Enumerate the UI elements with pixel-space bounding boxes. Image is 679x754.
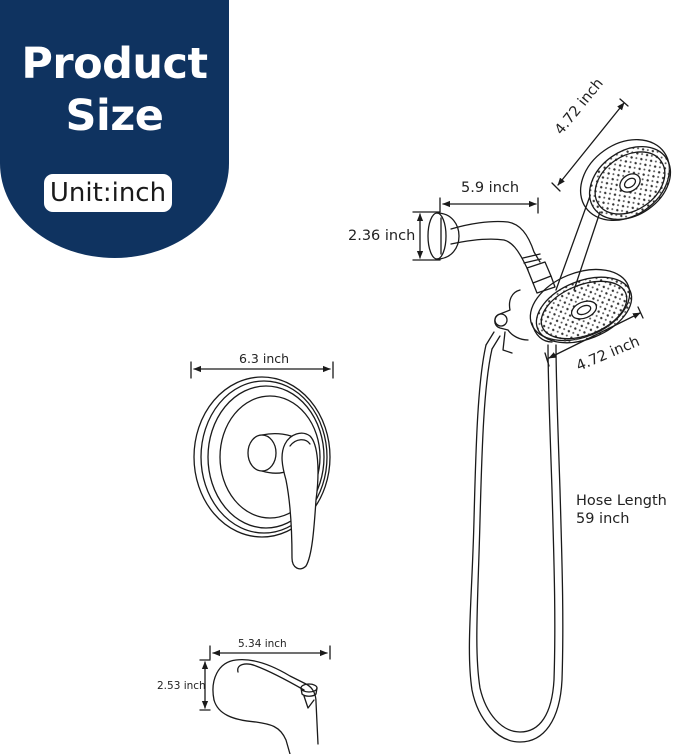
banner-title-line2: Size [65, 91, 164, 141]
hose-holder-diverter [494, 289, 529, 354]
shower-arm-length-label: 5.9 inch [461, 180, 520, 196]
hose-length-label: Hose Length 59 inch [576, 492, 667, 528]
shower-hose [468, 331, 564, 743]
tub-spout-height-label: 2.53 inch [157, 680, 206, 692]
valve-trim-diameter-label: 6.3 inch [239, 351, 290, 366]
tub-spout-length-label: 5.34 inch [238, 638, 287, 650]
valve-trim-dimension-line [190, 361, 334, 379]
shower-arm-flange-height-label: 2.36 inch [348, 228, 416, 244]
valve-trim-plate [193, 376, 331, 570]
banner-title: Product Size [0, 38, 229, 142]
handheld-head-dimension-line [551, 98, 629, 192]
banner-title-line1: Product [21, 39, 208, 89]
handheld-shower-head [555, 139, 672, 291]
tub-spout [212, 658, 319, 754]
hose-length-title: Hose Length [576, 493, 667, 509]
product-size-banner: Product Size Unit:inch [0, 0, 229, 258]
shower-arm-dimension-lines [412, 197, 539, 261]
tub-spout-dimension-lines [199, 645, 331, 711]
unit-badge: Unit:inch [44, 174, 172, 212]
hose-length-value: 59 inch [576, 511, 630, 527]
shower-arm [427, 212, 556, 294]
